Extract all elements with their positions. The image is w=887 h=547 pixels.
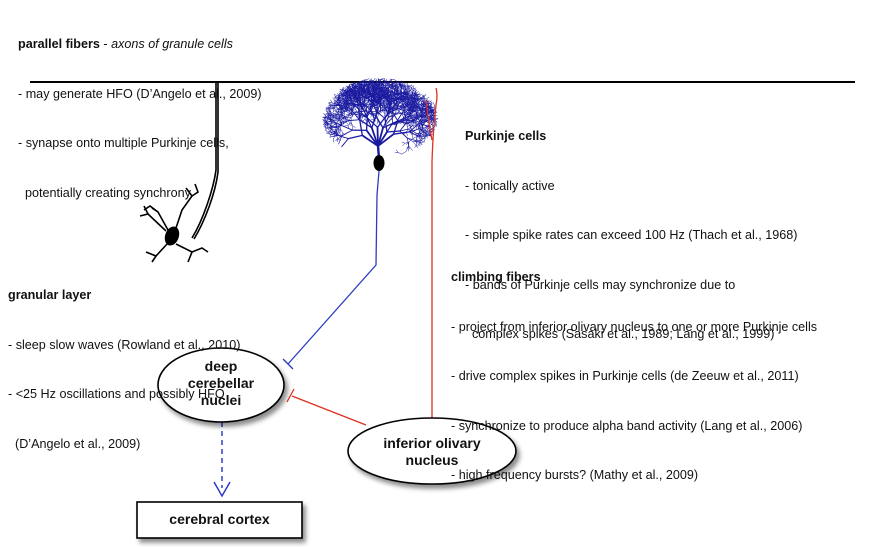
purkinje-axon: [282, 170, 380, 370]
granular-layer-heading: granular layer: [8, 288, 92, 302]
purkinje-heading: Purkinje cells: [465, 129, 547, 143]
granule-cell: [139, 183, 209, 263]
granule-cell-axon: [191, 82, 219, 240]
climbing-fibers-line: - project from inferior olivary nucleus …: [451, 319, 818, 334]
climbing-fiber: [425, 87, 438, 420]
parallel-fibers-heading: parallel fibers: [18, 37, 100, 51]
dcn-node-shape: [157, 347, 285, 423]
dcn-label: deep cerebellar nuclei: [187, 358, 255, 408]
climbing-fibers-line: - high frequency bursts? (Mathy et al., …: [451, 468, 699, 482]
dcn-to-cortex-arrow: [213, 422, 231, 498]
granular-layer-line: - sleep slow waves (Rowland et al., 2010…: [8, 337, 241, 352]
parallel-fibers-sep: -: [99, 37, 112, 51]
granular-layer-line: - <25 Hz oscillations and possibly HFO: [8, 387, 225, 401]
parallel-fibers-subtitle: axons of granule cells: [111, 37, 233, 51]
cortex-node-shape: [136, 501, 303, 539]
parallel-fibers-line: - synapse onto multiple Purkinje cells,: [18, 136, 229, 150]
purkinje-line: - bands of Purkinje cells may synchroniz…: [465, 277, 736, 292]
purkinje-soma: [373, 155, 385, 171]
climbing-fibers-line: - synchronize to produce alpha band acti…: [451, 418, 803, 433]
purkinje-line: complex spikes (Sasaki et al., 1989; Lan…: [465, 327, 775, 341]
purkinje-line: - tonically active: [465, 178, 555, 193]
granular-layer-line: (D’Angelo et al., 2009): [8, 436, 141, 451]
climbing-fibers-text: climbing fibers - project from inferior …: [451, 236, 817, 500]
purkinje-text: Purkinje cells - tonically active - simp…: [465, 95, 798, 359]
parallel-fibers-text: parallel fibers - axons of granule cells…: [18, 3, 262, 218]
granular-layer-text: granular layer - sleep slow waves (Rowla…: [8, 254, 240, 469]
purkinje-line: - simple spike rates can exceed 100 Hz (…: [465, 228, 798, 242]
io-to-dcn-projection: [286, 388, 367, 426]
ion-label: inferior olivary nucleus: [383, 435, 481, 468]
parallel-fibers-line: potentially creating synchrony: [18, 185, 191, 200]
parallel-fibers-line: - may generate HFO (D’Angelo et al., 200…: [18, 86, 262, 101]
ion-node-shape: [347, 417, 517, 485]
cortex-label: cerebral cortex: [169, 511, 270, 527]
purkinje-dendrites: [322, 77, 439, 160]
climbing-fibers-line: - drive complex spikes in Purkinje cells…: [451, 369, 799, 383]
climbing-fibers-heading: climbing fibers: [451, 270, 541, 284]
